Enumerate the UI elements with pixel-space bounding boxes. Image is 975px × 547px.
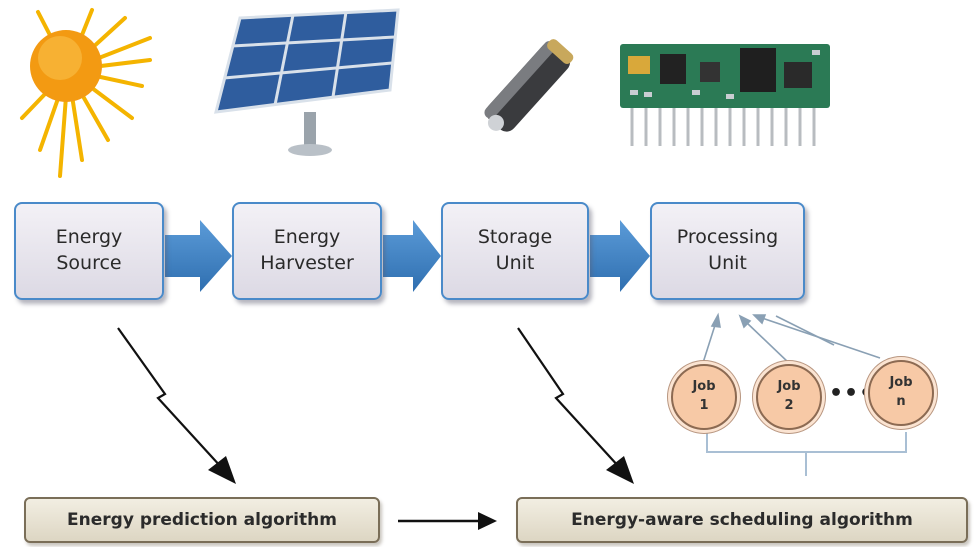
flow-arrow-harvester-to-storage — [383, 220, 441, 292]
flow-arrow-source-to-harvester — [165, 220, 232, 292]
sun-icon — [20, 8, 152, 178]
processing-unit-label: Processing Unit — [676, 226, 779, 274]
solar-panel-icon — [214, 8, 400, 156]
energy-prediction-algorithm-label: Energy prediction algorithm — [67, 510, 337, 530]
storage-unit-label: Storage Unit — [477, 226, 553, 274]
energy-harvester-box: Energy Harvester — [232, 202, 382, 300]
battery-icon — [484, 39, 574, 132]
arrow-prediction-to-scheduling — [398, 512, 497, 530]
job-circle-2: Job 2 — [756, 364, 822, 430]
flow-arrow-storage-to-processing — [590, 220, 650, 292]
lightning-arrow-storage-to-scheduling — [517, 327, 634, 484]
job-2-label: Job 2 — [777, 379, 801, 413]
lightning-arrow-source-to-prediction — [117, 327, 236, 484]
circuit-board-icon — [620, 44, 830, 146]
energy-source-label: Energy Source — [55, 226, 123, 274]
energy-aware-scheduling-algorithm-label: Energy-aware scheduling algorithm — [571, 510, 913, 530]
job-arrows — [701, 312, 881, 367]
job-circle-1: Job 1 — [671, 364, 737, 430]
energy-harvester-label: Energy Harvester — [260, 226, 354, 274]
energy-prediction-algorithm-box: Energy prediction algorithm — [24, 497, 380, 543]
energy-source-box: Energy Source — [14, 202, 164, 300]
processing-unit-box: Processing Unit — [650, 202, 805, 300]
jobs-ellipsis: ••• — [829, 381, 875, 406]
job-1-label: Job 1 — [692, 379, 716, 413]
jobs-bracket — [706, 432, 907, 476]
job-circle-n: Job n — [868, 360, 934, 426]
energy-aware-scheduling-algorithm-box: Energy-aware scheduling algorithm — [516, 497, 968, 543]
job-n-label: Job n — [889, 375, 913, 409]
storage-unit-box: Storage Unit — [441, 202, 589, 300]
